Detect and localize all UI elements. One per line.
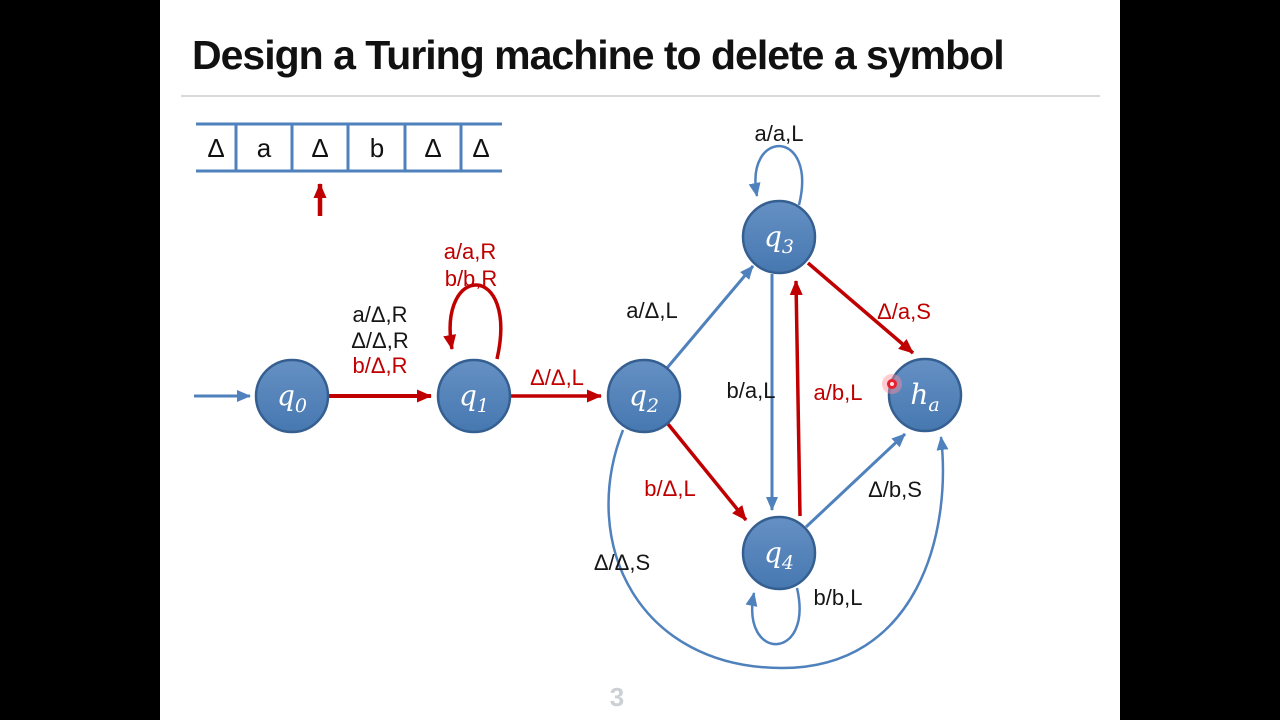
tape-cell: Δ [424,133,441,163]
state-q2-main: q [629,379,647,412]
edge-q3-self-loop [748,144,804,206]
edge-q4-self-loop [745,587,801,646]
label-q1-q2: Δ/Δ,L [530,365,584,390]
tape: Δ a Δ b Δ Δ [196,122,502,216]
label-q4-q3: a/b,L [814,380,863,405]
states: q0 q1 q2 q3 q4 ha [254,199,963,591]
label-q4-loop: b/b,L [814,585,863,610]
state-q0-main: q [277,379,295,412]
state-q2: q2 [606,358,682,434]
state-q1-circle [436,358,512,434]
slide-title: Design a Turing machine to delete a symb… [192,32,1004,78]
label-q0-q1-line2: Δ/Δ,R [351,328,409,353]
tape-cell: Δ [311,133,328,163]
state-ha-main: h [910,378,928,411]
label-q4-ha: Δ/b,S [868,477,922,502]
edge-q2-to-q4 [666,422,748,522]
edge-q4-to-q3 [789,280,803,517]
transition-labels: a/Δ,R Δ/Δ,R b/Δ,R a/a,R b/b,R Δ/Δ,L a/Δ,… [351,121,931,610]
label-q2-q3: a/Δ,L [626,298,677,323]
state-q1-label: q1 [459,379,489,417]
state-ha-circle [887,357,963,433]
laser-pointer-dot [882,374,902,394]
edge-q2-to-q3 [665,265,755,369]
label-q2-q4: b/Δ,L [644,476,695,501]
state-q4: q4 [741,515,817,591]
label-q3-loop: a/a,L [755,121,804,146]
state-q0-sub: 0 [295,395,307,417]
state-q1-main: q [459,379,477,412]
state-q2-label: q2 [629,379,659,417]
label-q0-q1-line1: a/Δ,R [352,302,407,327]
state-q3-label: q3 [764,220,794,258]
tape-cell: Δ [207,133,224,163]
edge-q2-to-ha-arc [607,429,949,670]
state-q2-circle [606,358,682,434]
state-q3: q3 [741,199,817,275]
page-number: 3 [610,682,624,712]
transition-edges [194,144,949,670]
state-q1: q1 [436,358,512,434]
state-q4-circle [741,515,817,591]
label-q1-loop-line1: a/a,R [444,239,497,264]
label-q3-q4: b/a,L [727,378,776,403]
label-q2-ha-arc: Δ/Δ,S [594,550,650,575]
state-q2-sub: 2 [646,395,659,417]
state-q3-main: q [764,220,782,253]
state-q3-circle [741,199,817,275]
tape-cell: b [370,133,384,163]
state-q4-sub: 4 [781,552,794,574]
edge-q1-self-loop [443,283,503,360]
label-q0-q1-line3: b/Δ,R [352,353,407,378]
state-q4-label: q4 [764,536,794,574]
state-q3-sub: 3 [782,236,794,258]
laser-center [890,382,894,386]
label-q3-ha: Δ/a,S [877,299,931,324]
state-ha-sub: a [928,394,939,416]
tape-cell: a [257,133,272,163]
edge-q3-to-ha [806,261,915,355]
state-q0: q0 [254,358,330,434]
state-ha: ha [887,357,963,433]
state-q0-circle [254,358,330,434]
label-q1-loop-line2: b/b,R [445,266,498,291]
edge-q4-to-ha [804,432,907,529]
state-ha-label: ha [910,378,939,416]
state-q4-main: q [764,536,782,569]
state-q1-sub: 1 [477,395,489,417]
state-q0-label: q0 [277,379,307,417]
tape-cell: Δ [472,133,489,163]
